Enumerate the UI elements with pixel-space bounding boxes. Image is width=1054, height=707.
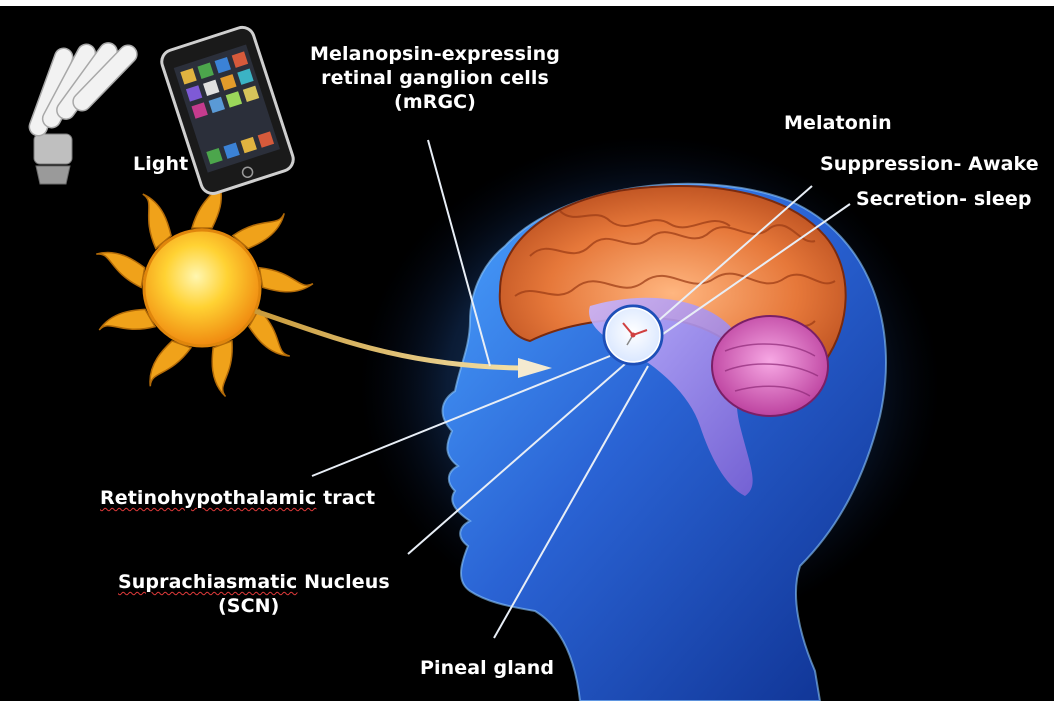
mrgc-label: Melanopsin-expressing retinal ganglion c… — [290, 42, 580, 114]
scn-label-line2: (SCN) — [118, 594, 390, 618]
clock-icon — [604, 306, 662, 364]
scn-label: Suprachiasmatic Nucleus (SCN) — [118, 570, 390, 618]
mrgc-label-line1: Melanopsin-expressing — [290, 42, 580, 66]
mrgc-label-line3: (mRGC) — [290, 90, 580, 114]
melatonin-label: Melatonin — [784, 111, 892, 135]
rht-label-term: Retinohypothalamic — [100, 487, 316, 509]
cfl-bulb-icon — [27, 39, 141, 184]
diagram-canvas: Light Melanopsin-expressing retinal gang… — [0, 6, 1054, 701]
pineal-label: Pineal gland — [420, 656, 554, 680]
cerebellum — [712, 316, 828, 416]
rht-label-suffix: tract — [316, 487, 375, 509]
mrgc-label-line2: retinal ganglion cells — [290, 66, 580, 90]
sun-icon — [92, 178, 314, 398]
scn-label-term: Suprachiasmatic — [118, 571, 297, 593]
suppression-label: Suppression- Awake — [820, 152, 1039, 176]
rht-label: Retinohypothalamic tract — [100, 486, 375, 510]
secretion-label: Secretion- sleep — [856, 187, 1032, 211]
light-label: Light — [133, 152, 188, 176]
scn-label-suffix: Nucleus — [297, 571, 389, 593]
